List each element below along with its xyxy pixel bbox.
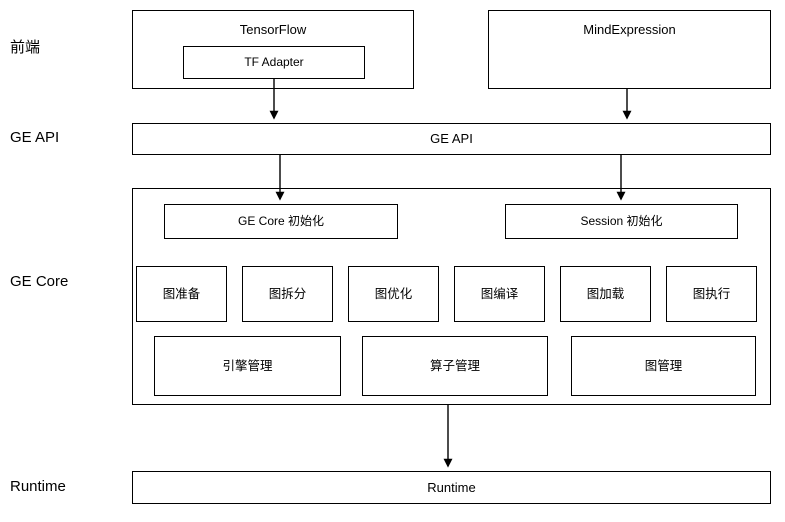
layer-label-ge-api: GE API xyxy=(10,129,60,146)
node-runtime[interactable]: Runtime xyxy=(132,471,771,504)
node-graph-optimize[interactable]: 图优化 xyxy=(348,266,439,322)
node-ge-api[interactable]: GE API xyxy=(132,123,771,155)
node-ge-core-init[interactable]: GE Core 初始化 xyxy=(164,204,398,239)
layer-label-runtime: Runtime xyxy=(10,478,66,495)
node-graph-partition[interactable]: 图拆分 xyxy=(242,266,333,322)
node-session-init[interactable]: Session 初始化 xyxy=(505,204,738,239)
node-mindexpression[interactable]: MindExpression xyxy=(488,10,771,89)
node-graph-load[interactable]: 图加载 xyxy=(560,266,651,322)
node-graph-prepare[interactable]: 图准备 xyxy=(136,266,227,322)
node-graph-manager[interactable]: 图管理 xyxy=(571,336,756,396)
node-tf-adapter[interactable]: TF Adapter xyxy=(183,46,365,79)
layer-label-frontend: 前端 xyxy=(10,39,41,56)
node-operator-manager[interactable]: 算子管理 xyxy=(362,336,548,396)
node-engine-manager[interactable]: 引擎管理 xyxy=(154,336,341,396)
node-graph-execute[interactable]: 图执行 xyxy=(666,266,757,322)
layer-label-ge-core: GE Core xyxy=(10,273,69,290)
node-graph-compile[interactable]: 图编译 xyxy=(454,266,545,322)
